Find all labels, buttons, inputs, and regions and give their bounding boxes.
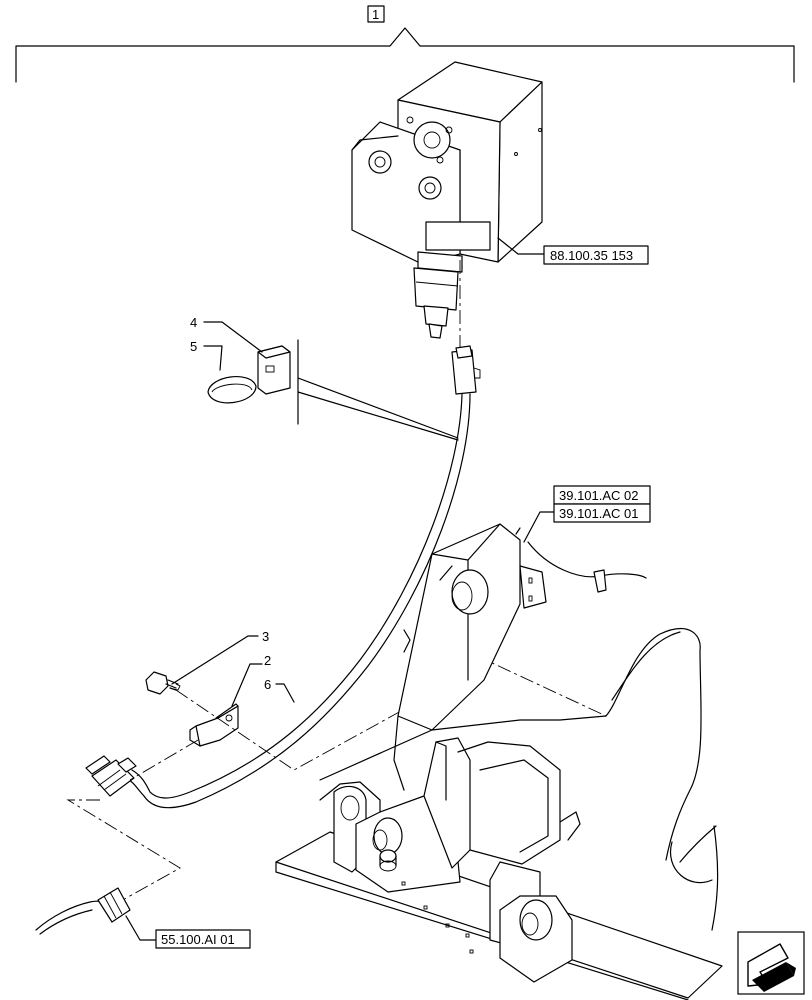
callout-1: 1 [372,7,379,22]
detail-lines [297,339,459,441]
harness-top-connector [451,345,481,395]
pressure-sensor [413,251,463,339]
assembly-bracket: 1 [15,5,795,83]
loader-frame [275,523,723,1000]
harness-bottom-connector [85,755,137,797]
valve-ref-box: 88.100.35 153 [543,245,649,265]
frame-ref-label-1: 39.101.AC 02 [559,488,639,503]
valve-ref-label: 88.100.35 153 [550,248,633,263]
callout-2: 2 [264,653,271,668]
callout-6: 6 [264,677,271,692]
callout-leaders [171,321,295,707]
bottom-harness: 55.100.AI 01 [35,887,251,949]
assembly-dash-lines [66,661,607,907]
frame-ref-boxes: 39.101.AC 02 39.101.AC 01 [523,485,651,543]
harness-ref-label: 55.100.AI 01 [161,932,235,947]
callout-4: 4 [190,315,197,330]
bolt [145,671,181,695]
arrow-navigation-icon[interactable] [737,931,805,995]
callout-3: 3 [262,629,269,644]
valve-block [351,61,543,265]
harness-cable [125,393,471,809]
frame-ref-label-2: 39.101.AC 01 [559,506,639,521]
callout-5: 5 [190,339,197,354]
clip-and-tie [207,345,291,404]
mounting-bracket [189,703,239,747]
